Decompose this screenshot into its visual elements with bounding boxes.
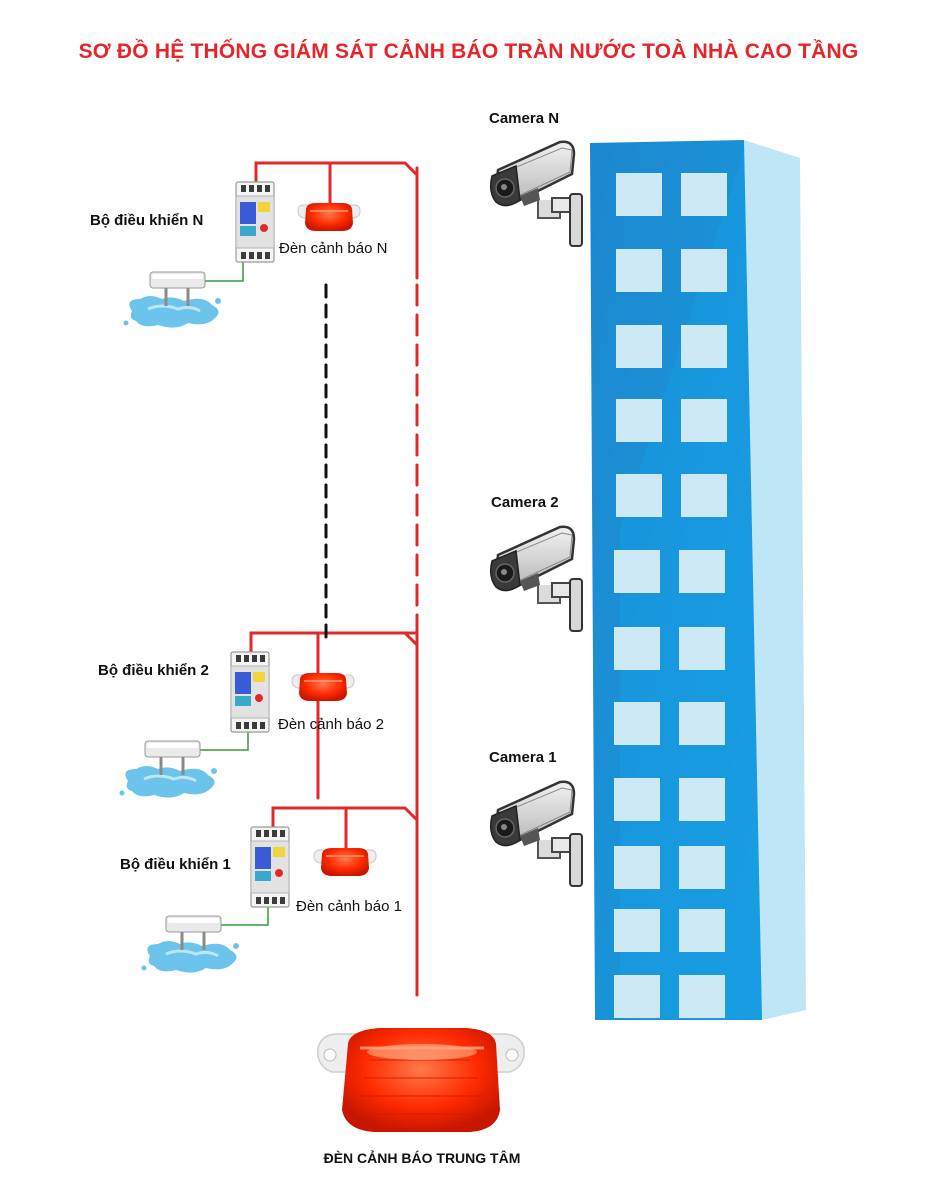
building-window xyxy=(616,325,662,368)
branch-2 xyxy=(249,631,419,654)
building-icon xyxy=(590,140,806,1020)
sensor-wire-1 xyxy=(219,907,269,926)
building-window xyxy=(614,702,660,745)
central-warning-lamp-icon xyxy=(317,1028,525,1132)
warning-lamp-icon xyxy=(297,203,361,231)
building-window xyxy=(614,778,660,821)
building-window xyxy=(681,399,727,442)
building-window xyxy=(679,975,725,1018)
building-window xyxy=(679,846,725,889)
cctv-camera-icon xyxy=(489,780,583,887)
building-window xyxy=(681,474,727,517)
sensor-wire-2 xyxy=(197,731,249,751)
water-puddle-icon xyxy=(119,766,217,798)
camera-label-n: Camera N xyxy=(489,110,560,127)
water-puddle-icon xyxy=(141,941,239,973)
controller-icon xyxy=(250,826,290,908)
sensor-wire-n xyxy=(204,261,244,282)
wiring xyxy=(197,161,419,997)
cctv-camera-icon xyxy=(489,525,583,632)
building-window xyxy=(616,474,662,517)
controller-label-n: Bộ điều khiển N xyxy=(90,212,204,229)
building-window xyxy=(614,627,660,670)
building-window xyxy=(679,909,725,952)
camera-label-1: Camera 1 xyxy=(489,749,557,766)
water-sensor-icon xyxy=(149,271,206,306)
camera-label-2: Camera 2 xyxy=(491,494,559,511)
building-window xyxy=(614,975,660,1018)
building-window xyxy=(616,399,662,442)
building-window xyxy=(681,249,727,292)
controller-label-1: Bộ điều khiển 1 xyxy=(120,856,231,873)
controller-icon xyxy=(235,181,275,263)
water-sensor-icon xyxy=(165,915,222,950)
building-window xyxy=(681,173,727,216)
branch-n xyxy=(254,161,419,184)
building-window xyxy=(614,909,660,952)
branch-2-trunk xyxy=(403,631,419,670)
warning-lamp-icon xyxy=(291,673,355,701)
building-window xyxy=(616,173,662,216)
building-window xyxy=(616,249,662,292)
building-window xyxy=(681,325,727,368)
building-window xyxy=(679,550,725,593)
central-alarm-label: ĐÈN CẢNH BÁO TRUNG TÂM xyxy=(323,1150,521,1166)
alarm-label-1: Đèn cảnh báo 1 xyxy=(296,898,402,915)
page-title: SƠ ĐỒ HỆ THỐNG GIÁM SÁT CẢNH BÁO TRÀN NƯ… xyxy=(78,40,859,63)
building-window xyxy=(679,627,725,670)
building-window xyxy=(679,778,725,821)
building-window xyxy=(614,550,660,593)
building-window xyxy=(679,702,725,745)
water-sensor-icon xyxy=(144,740,201,775)
warning-lamp-icon xyxy=(313,848,377,876)
controller-icon xyxy=(230,651,270,733)
alarm-label-2: Đèn cảnh báo 2 xyxy=(278,716,384,733)
water-puddle-icon xyxy=(123,296,221,328)
alarm-label-n: Đèn cảnh báo N xyxy=(279,240,388,257)
building-window xyxy=(614,846,660,889)
cctv-camera-icon xyxy=(489,140,583,247)
branch-1 xyxy=(271,806,419,829)
controller-label-2: Bộ điều khiển 2 xyxy=(98,662,209,679)
